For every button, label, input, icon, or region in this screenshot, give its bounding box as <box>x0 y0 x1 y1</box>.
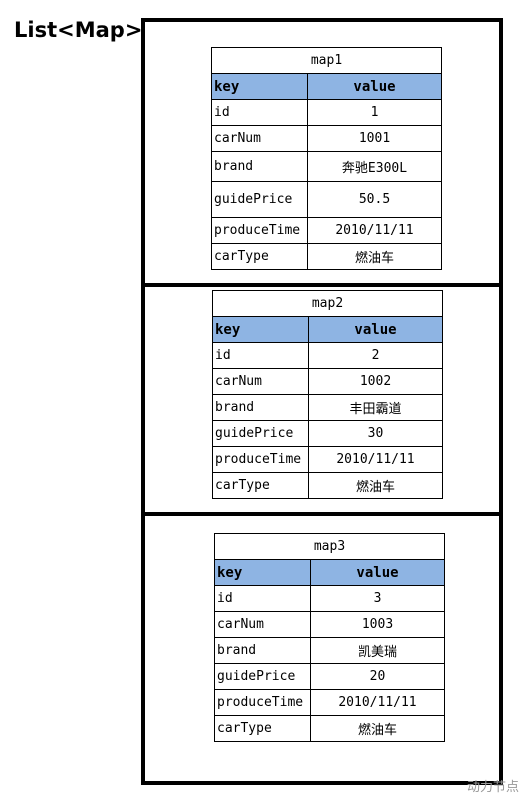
row-key: carNum <box>214 611 311 638</box>
row-key: brand <box>212 394 309 421</box>
row-key: carNum <box>211 125 308 152</box>
row-value: 1001 <box>307 125 442 152</box>
row-key: guidePrice <box>214 663 311 690</box>
row-key: guidePrice <box>212 420 309 447</box>
list-divider-2 <box>141 512 503 516</box>
row-value: 丰田霸道 <box>308 394 443 421</box>
value-header: value <box>307 73 442 100</box>
row-key: produceTime <box>212 446 309 473</box>
key-header: key <box>212 316 309 343</box>
row-key: carType <box>211 243 308 270</box>
row-value: 2 <box>308 342 443 369</box>
row-key: carType <box>212 472 309 499</box>
key-header: key <box>211 73 308 100</box>
row-value: 50.5 <box>307 181 442 218</box>
row-value: 1 <box>307 99 442 126</box>
list-divider-1 <box>141 283 503 287</box>
row-value: 1002 <box>308 368 443 395</box>
row-value: 燃油车 <box>310 715 445 742</box>
row-value: 3 <box>310 585 445 612</box>
row-value: 30 <box>308 420 443 447</box>
row-value: 2010/11/11 <box>310 689 445 716</box>
map-name: map1 <box>211 47 442 74</box>
row-value: 燃油车 <box>307 243 442 270</box>
row-key: produceTime <box>211 217 308 244</box>
value-header: value <box>310 559 445 586</box>
row-key: guidePrice <box>211 181 308 218</box>
row-value: 燃油车 <box>308 472 443 499</box>
row-key: carType <box>214 715 311 742</box>
value-header: value <box>308 316 443 343</box>
row-value: 2010/11/11 <box>307 217 442 244</box>
map-name: map2 <box>212 290 443 317</box>
row-key: id <box>214 585 311 612</box>
row-value: 凯美瑞 <box>310 637 445 664</box>
row-key: carNum <box>212 368 309 395</box>
row-key: brand <box>214 637 311 664</box>
key-header: key <box>214 559 311 586</box>
row-value: 奔驰E300L <box>307 151 442 182</box>
map-name: map3 <box>214 533 445 560</box>
row-key: id <box>211 99 308 126</box>
watermark: 动力节点 <box>466 780 519 795</box>
diagram-title: List<Map> <box>14 18 143 42</box>
row-key: produceTime <box>214 689 311 716</box>
row-key: brand <box>211 151 308 182</box>
row-key: id <box>212 342 309 369</box>
list-container <box>141 18 503 785</box>
row-value: 1003 <box>310 611 445 638</box>
row-value: 2010/11/11 <box>308 446 443 473</box>
row-value: 20 <box>310 663 445 690</box>
